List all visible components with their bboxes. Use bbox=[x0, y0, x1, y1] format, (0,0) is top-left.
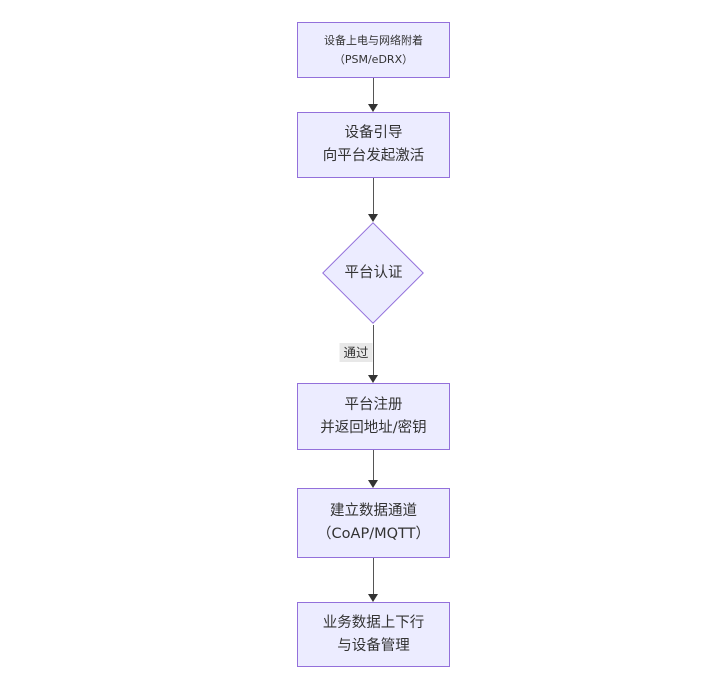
node-platform-register-return-keys: 平台注册 并返回地址/密钥 bbox=[297, 383, 450, 450]
node-text-line: 平台注册 bbox=[344, 396, 403, 413]
edge-b-c-line bbox=[373, 178, 374, 215]
arrowhead-icon bbox=[368, 214, 378, 222]
node-text-line: 并返回地址/密钥 bbox=[320, 419, 427, 436]
arrowhead-icon bbox=[368, 594, 378, 602]
node-text-line: 设备上电与网络附着 bbox=[324, 34, 423, 47]
node-text-line: 建立数据通道 bbox=[330, 503, 417, 519]
arrowhead-icon bbox=[368, 480, 378, 488]
node-text-line: 与设备管理 bbox=[337, 637, 410, 654]
node-device-power-network-attach: 设备上电与网络附着 （PSM/eDRX） bbox=[297, 22, 450, 78]
edge-c-d-line bbox=[373, 325, 374, 376]
node-business-data-device-management: 业务数据上下行 与设备管理 bbox=[297, 602, 450, 667]
arrowhead-icon bbox=[368, 375, 378, 383]
node-text-line: （CoAP/MQTT） bbox=[317, 526, 430, 542]
edge-label-pass: 通过 bbox=[339, 343, 373, 362]
node-establish-data-channel: 建立数据通道 （CoAP/MQTT） bbox=[297, 488, 450, 558]
node-text-line: 向平台发起激活 bbox=[322, 148, 425, 164]
node-text-line: 业务数据上下行 bbox=[322, 614, 425, 631]
edge-d-e-line bbox=[373, 450, 374, 481]
node-text-line: 设备引导 bbox=[344, 125, 403, 141]
node-text-line: （PSM/eDRX） bbox=[333, 53, 414, 66]
node-device-bootstrap-activate: 设备引导 向平台发起激活 bbox=[297, 112, 450, 178]
edge-e-f-line bbox=[373, 558, 374, 595]
arrowhead-icon bbox=[368, 104, 378, 112]
edge-a-b-line bbox=[373, 78, 374, 105]
decision-platform-auth-label: 平台认证 bbox=[344, 265, 403, 281]
